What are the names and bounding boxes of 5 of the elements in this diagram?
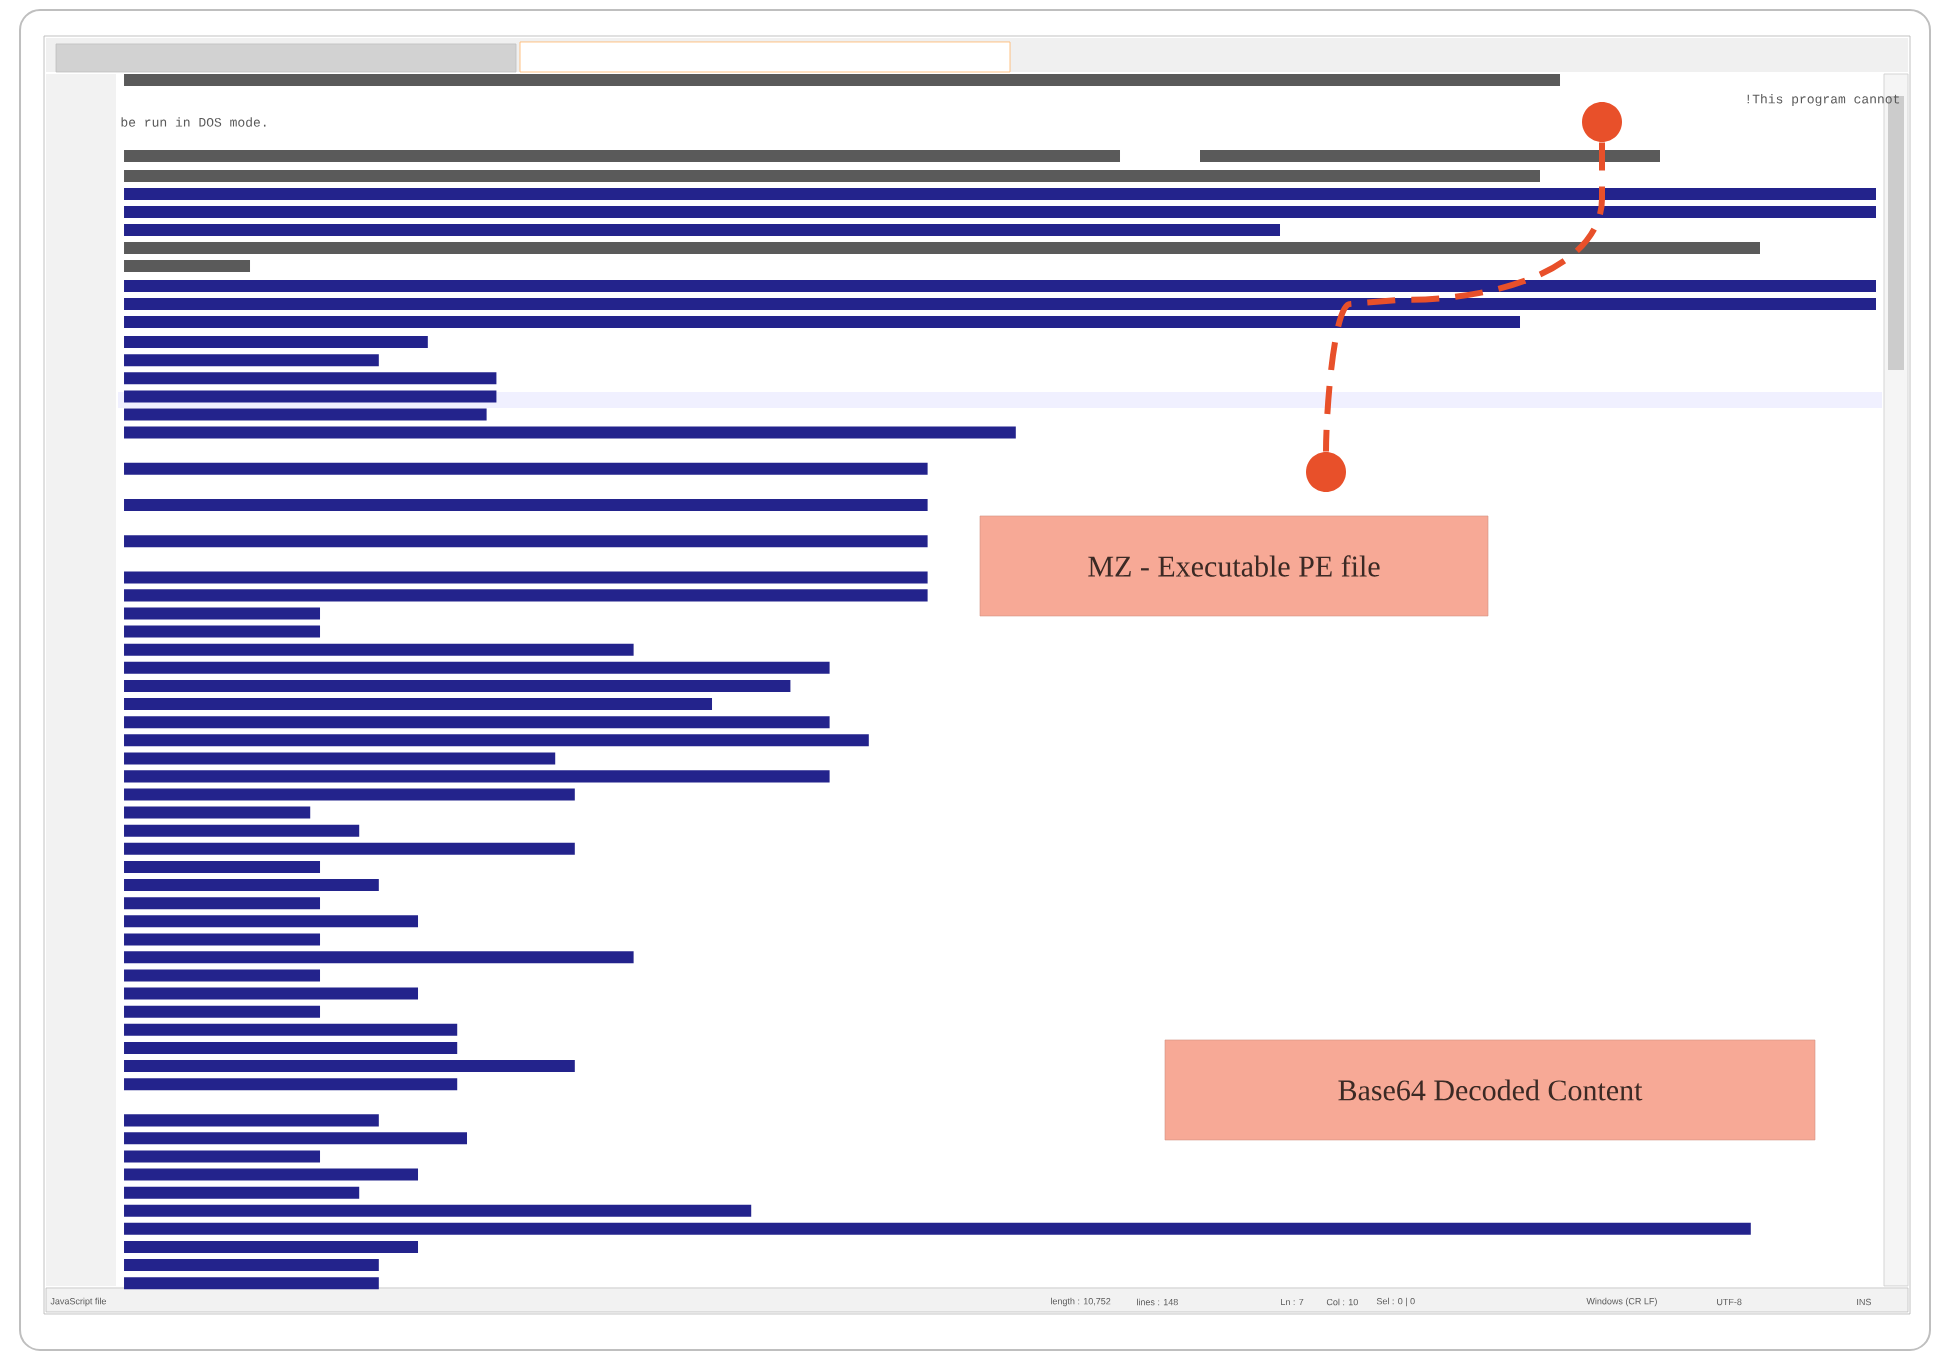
callout-box: MZ - Executable PE file	[979, 515, 1489, 617]
leader-line	[1323, 142, 1605, 452]
callout-dot	[1306, 452, 1346, 492]
callout-box: Base64 Decoded Content	[1164, 1039, 1816, 1141]
callout-dot	[1582, 102, 1622, 142]
